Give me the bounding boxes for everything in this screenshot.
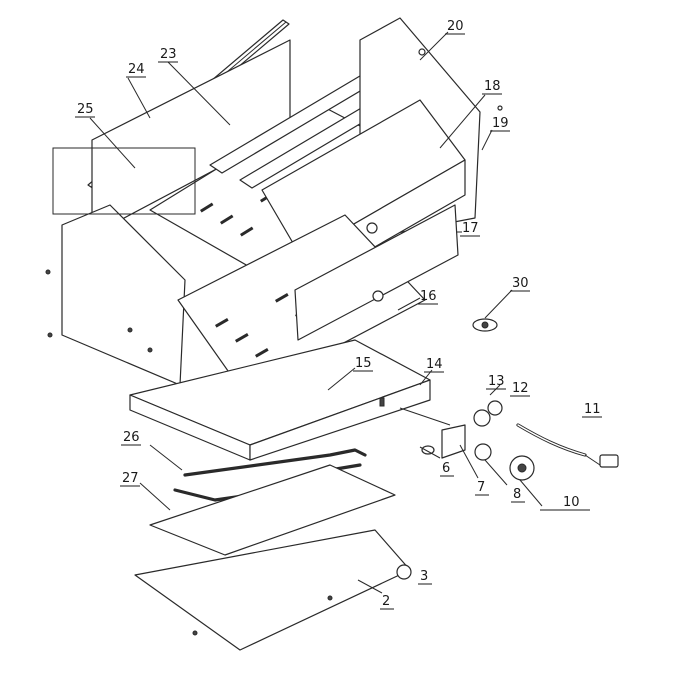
callout-3-label: 3 [420,569,428,584]
callout-12: 12 [510,381,530,397]
callout-7: 7 [475,480,489,496]
switch-7 [441,424,466,459]
callout-16: 16 [418,289,438,305]
callout-24-label: 24 [128,62,145,77]
callout-30-label: 30 [512,276,529,291]
callout-20-label: 20 [447,19,464,34]
callout-11-label: 11 [584,402,601,417]
callout-10: 10 [540,495,590,511]
callout-14: 14 [424,357,444,373]
hood-17 [294,204,459,341]
callout-15-label: 15 [355,356,372,371]
bottom-plate-2 [134,529,411,651]
detail-box-25 [52,147,196,215]
callout-20: 20 [445,19,465,35]
callout-27-label: 27 [122,471,139,486]
callout-23-label: 23 [160,47,177,62]
callout-30: 30 [510,276,530,292]
callout-27: 27 [120,471,140,487]
callout-26: 26 [121,430,141,446]
base-housing-14 [129,339,431,461]
knob-12 [487,400,503,416]
callout-10-label: 10 [563,495,580,510]
power-cord-11 [516,423,619,468]
callout-19: 19 [490,116,510,132]
callout-11: 11 [582,402,602,418]
callout-13: 13 [486,374,506,390]
callout-2: 2 [380,594,394,610]
foot-3 [396,564,412,580]
callout-17-label: 17 [462,221,479,236]
callout-23: 23 [158,47,178,63]
drip-tray-27 [149,464,396,556]
callout-2-label: 2 [382,594,390,609]
callout-24: 24 [126,62,146,78]
knob-8 [474,443,492,461]
callout-7-label: 7 [477,480,485,495]
callout-18: 18 [482,79,502,95]
callout-14-label: 14 [426,357,443,372]
callout-18-label: 18 [484,79,501,94]
callout-13-label: 13 [488,374,505,389]
callout-8-label: 8 [513,487,521,502]
left-side-panel [45,204,186,386]
callout-19-label: 19 [492,116,509,131]
terminal-6 [421,445,435,455]
callout-25: 25 [75,102,95,118]
leader-lines [89,31,543,594]
callout-26-label: 26 [123,430,140,445]
callout-6: 6 [440,461,454,477]
callout-25-label: 25 [77,102,94,117]
callout-16-label: 16 [420,289,437,304]
callout-17: 17 [460,221,480,237]
thermostat-30 [472,318,498,332]
probe-wire [399,407,451,426]
knob-13 [473,409,491,427]
callout-12-label: 12 [512,381,529,396]
callout-8: 8 [511,487,525,503]
callout-6-label: 6 [442,461,450,476]
callout-3: 3 [418,569,432,585]
knob-10 [509,455,535,481]
callout-15: 15 [353,356,373,372]
